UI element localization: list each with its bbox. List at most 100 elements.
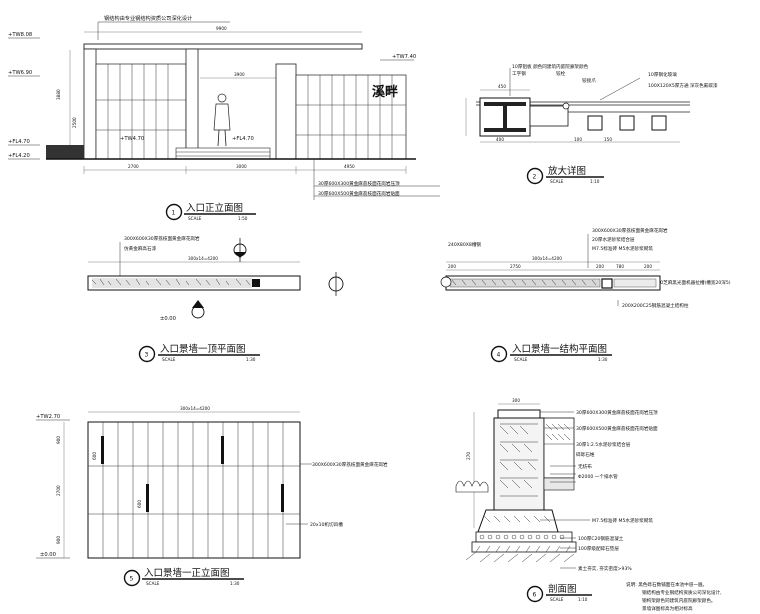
drawing-1-scale-value: 1:50 — [238, 216, 248, 221]
stone-hatch-3 — [91, 278, 252, 288]
label-concrete-column: 200X200C25钢筋混凝土结构柱 — [622, 302, 689, 309]
label-spider-fitting: 铰接爪 — [582, 77, 596, 84]
note-line-3: 钢构架颜色同建筑内庭院廊架颜色。 — [642, 597, 716, 604]
drawing-4-scale-label: SCALE — [514, 357, 528, 362]
dim-top-4200-elev: 300x14=4200 — [180, 406, 210, 411]
label-sesame-black: 30厚240X300芝麻黑光面机器拉槽(槽宽20深5) — [632, 279, 731, 286]
label-brick: M7.5标准砖 M5水泥砂浆砌筑 — [592, 245, 653, 252]
drawing-2-scale-label: SCALE — [550, 179, 564, 184]
label-groove: 20x10机切凹槽 — [310, 521, 343, 528]
drawing-6-title: 剖面图 — [548, 583, 577, 595]
drawing-6-section: 300 270 — [455, 398, 658, 603]
level-tw808: +TW8.08 — [8, 32, 32, 38]
dim-left-900a: 900 — [56, 436, 61, 444]
drawing-4-scale-value: 1:30 — [598, 357, 608, 362]
drawing-2-number-badge — [526, 167, 544, 185]
level-tw740: +TW7.40 — [392, 54, 416, 60]
note-capstone: 30厚600X300黄金麻荔枝面花岗岩压顶 — [318, 180, 400, 187]
sec-label-geotextile: 无纺布 — [578, 463, 592, 470]
top-note: 钢结构由专业钢结构资质公司深化设计 — [104, 14, 192, 22]
drawing-4-number-badge — [490, 345, 508, 363]
level-tw270: +TW2.70 — [36, 414, 60, 420]
sec-label-drain-pipe: Φ2000 一个排水管 — [578, 473, 618, 480]
drawing-5-number: 5 — [130, 576, 134, 583]
drawing-1-number: 1 — [172, 210, 176, 217]
sec-label-mortar: 30厚1:2.5水泥砂浆结合层 — [576, 441, 631, 448]
label-channel-steel: 240X80X8槽钢 — [448, 241, 481, 248]
drawing-5-scale-value: 1:30 — [230, 581, 240, 586]
note-line-2: 钢结构由专业钢结构资质公司深化设计, — [642, 589, 722, 596]
dim-detail-450: 450 — [498, 84, 506, 89]
level-000-elev: ±0.00 — [40, 552, 56, 558]
dim-struct-200c: 200 — [644, 264, 652, 269]
drawing-5-number-badge — [123, 569, 141, 587]
label-square-tube: 100X120X5厚方通 深灰色氟碳漆 — [648, 82, 718, 89]
dim-struct-200a: 200 — [448, 264, 456, 269]
dim-bottom-3000: 3000 — [236, 164, 247, 169]
label-stone-paint: 仿黄金麻高石漆 — [124, 245, 157, 252]
level-fl470: +FL4.70 — [8, 139, 30, 145]
level-fl420: +FL4.20 — [8, 153, 30, 159]
level-tw470: +TW4.70 — [120, 136, 144, 142]
drawing-5-wall-elevation: +TW2.70 ±0.00 300x14=4200 900 2700 900 6 — [36, 406, 388, 587]
drawing-2-detail: 10厚铝板 颜色同建筑内庭院廊架颜色 工字钢 铰栓 铰接爪 10厚钢化玻璃 10… — [465, 63, 718, 185]
drawing-3-top-plan: 300X600X30厚荔枝面黄金麻花岗岩 仿黄金麻高石漆 300x14=4200… — [87, 235, 344, 363]
label-granite-4: 300X600X30厚荔枝面黄金麻花岗岩 — [592, 227, 668, 234]
label-mortar: 20厚水泥砂浆结合层 — [592, 236, 635, 243]
dim-inner-600a: 600 — [92, 452, 97, 460]
wall-panel — [87, 421, 301, 559]
logo-text: 溪畔 — [372, 84, 398, 100]
sec-label-capstone: 30厚600X300黄金麻荔枝面花岗岩压顶 — [576, 409, 658, 416]
dim-bottom-2700: 2700 — [128, 164, 139, 169]
sec-label-soil: 素土夯实, 夯实密度>93% — [578, 565, 632, 572]
sec-label-cladding: 30厚600X500黄金麻荔枝面花岗岩贴面 — [576, 425, 658, 432]
drawing-6-scale-value: 1:10 — [578, 597, 588, 602]
drawing-3-title: 入口景墙一顶平面图 — [160, 343, 246, 355]
label-granite-5: 300X600X30厚荔枝面黄金麻花岗岩 — [312, 461, 388, 468]
dim-detail-100: 100 — [574, 137, 582, 142]
note-cladding: 30厚600X500黄金麻荔枝面花岗岩贴面 — [318, 190, 400, 197]
label-tempered-glass: 10厚钢化玻璃 — [648, 71, 677, 78]
sec-label-crushed-stone: 100厚级配碎石垫层 — [578, 545, 619, 552]
dim-top-4200-struct: 300x14=4200 — [532, 256, 562, 261]
logo-calligraphy: 溪畔 — [372, 84, 398, 100]
level-000-plan: ±0.00 — [160, 316, 176, 322]
dim-left-2500: 2500 — [72, 117, 77, 128]
plants-left — [455, 480, 489, 493]
dim-struct-2750: 2750 — [510, 264, 521, 269]
section-marker-right — [328, 272, 344, 296]
dim-left-900b: 900 — [56, 536, 61, 544]
drawing-1-front-elevation: 钢结构由专业钢结构资质公司深化设计 +TW8.08 +TW6.90 +FL4.7… — [8, 14, 440, 221]
dim-top-4200-plan: 300x14=4200 — [188, 256, 218, 261]
drawing-6-number-badge — [526, 585, 544, 603]
dim-detail-150: 150 — [604, 137, 612, 142]
label-i-beam: 工字钢 — [512, 70, 526, 77]
drawing-2-title: 放大详图 — [548, 165, 586, 177]
drawing-4-number: 4 — [497, 352, 501, 359]
label-bolt: 铰栓 — [556, 70, 566, 77]
drawing-5-scale-label: SCALE — [146, 581, 160, 586]
drawing-4-title: 入口景墙一结构平面图 — [512, 343, 607, 355]
section-marker-bottom — [191, 300, 205, 319]
dim-top-9900: 9900 — [216, 26, 227, 31]
dim-section-270: 270 — [466, 452, 471, 460]
dim-struct-200b: 200 — [596, 264, 604, 269]
drawing-5-title: 入口景墙一正立面图 — [144, 567, 230, 579]
drawing-3-number: 3 — [145, 352, 149, 359]
dim-detail-400: 400 — [496, 137, 504, 142]
note-line-1: 说明: 黑色砾石数铺面在本池中道一遍。 — [626, 581, 707, 588]
grooves — [101, 436, 284, 512]
drawing-3-scale-value: 1:30 — [246, 357, 256, 362]
dim-bottom-4950: 4950 — [344, 164, 355, 169]
drawing-4-structure-plan: 240X80X8槽钢 300X600X30厚荔枝面黄金麻花岗岩 20厚水泥砂浆结… — [440, 227, 731, 363]
sec-label-concrete: 100厚C20钢筋混凝土 — [578, 535, 624, 542]
drawing-2-number: 2 — [533, 174, 537, 181]
drawing-3-number-badge — [138, 345, 156, 363]
sec-label-brick: M7.5标准砖 M5水泥砂浆砌筑 — [592, 517, 653, 524]
label-granite: 300X600X30厚荔枝面黄金麻花岗岩 — [124, 235, 200, 242]
dim-inner-3900: 3900 — [234, 72, 245, 77]
label-aluminum-panel: 10厚铝板 颜色同建筑内庭院廊架颜色 — [512, 63, 589, 70]
dim-struct-780: 780 — [616, 264, 624, 269]
drawing-1-scale-label: SCALE — [188, 216, 202, 221]
